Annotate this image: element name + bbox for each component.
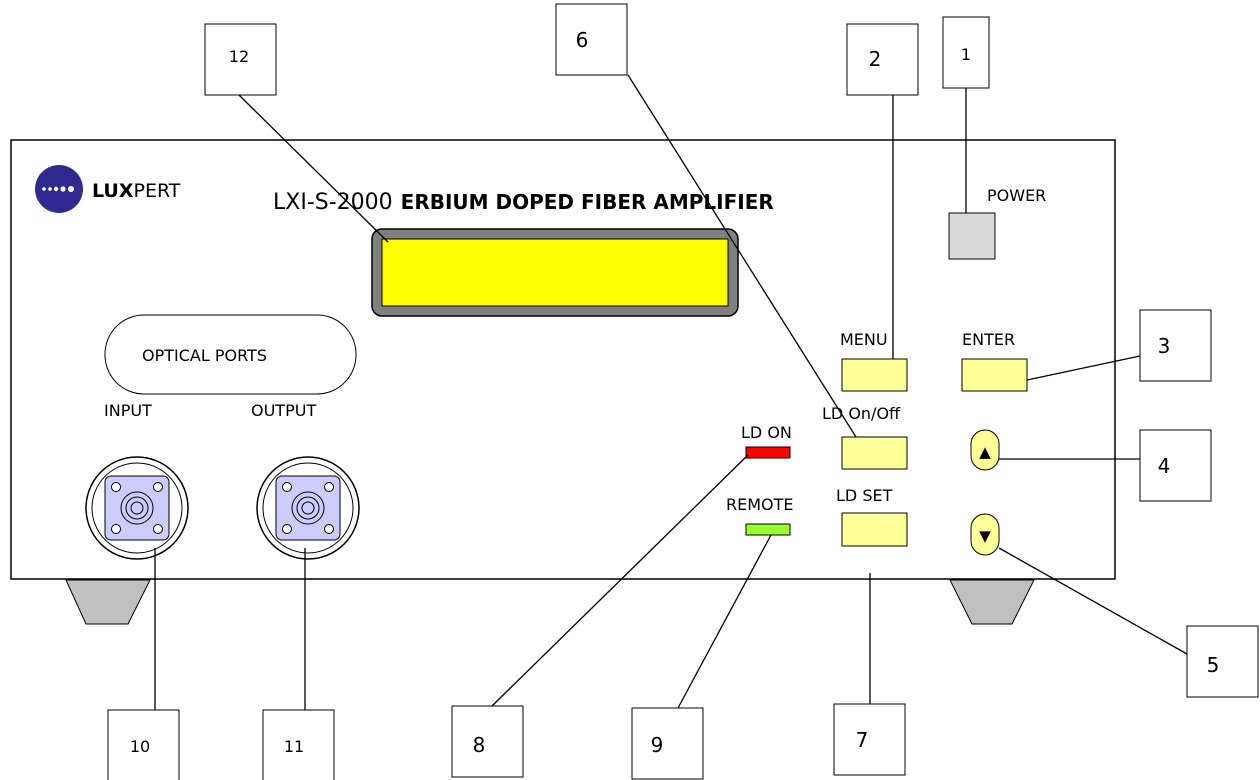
output-connector[interactable] xyxy=(256,456,360,560)
leader-6 xyxy=(627,74,857,438)
callout-11: 11 xyxy=(262,709,335,780)
svg-text:8: 8 xyxy=(473,733,486,757)
leader-8 xyxy=(491,454,749,707)
brand-dots xyxy=(42,186,74,192)
leader-12 xyxy=(238,94,389,243)
input-label: INPUT xyxy=(104,401,152,420)
optical-ports-label-frame xyxy=(104,314,357,395)
svg-text:9: 9 xyxy=(651,733,664,757)
remote-led xyxy=(745,523,791,536)
ld-on-label: LD ON xyxy=(741,423,792,442)
power-label: POWER xyxy=(987,186,1046,205)
power-button[interactable] xyxy=(948,212,996,260)
callout-7: 7 xyxy=(833,703,906,776)
ld-set-button[interactable] xyxy=(841,512,908,547)
callout-10: 10 xyxy=(107,709,180,780)
callout-9: 9 xyxy=(631,707,704,780)
menu-label: MENU xyxy=(840,330,888,349)
ld-set-label: LD SET xyxy=(836,486,893,505)
callout-8: 8 xyxy=(451,705,524,778)
enter-label: ENTER xyxy=(962,330,1015,349)
remote-label: REMOTE xyxy=(726,495,794,514)
svg-text:4: 4 xyxy=(1158,454,1171,478)
svg-text:12: 12 xyxy=(229,47,249,66)
ld-onoff-button[interactable] xyxy=(841,436,908,470)
ld-onoff-label: LD On/Off xyxy=(822,404,901,423)
svg-text:3: 3 xyxy=(1158,334,1171,358)
callout-4: 4 xyxy=(1139,429,1212,502)
output-label: OUTPUT xyxy=(251,401,316,420)
right-foot xyxy=(949,579,1035,625)
callout-3: 3 xyxy=(1139,309,1212,382)
input-connector[interactable] xyxy=(85,456,189,560)
callout-6: 6 xyxy=(555,3,628,76)
callout-2: 2 xyxy=(846,23,919,96)
brand-name: LUXPERT xyxy=(92,180,181,202)
svg-text:2: 2 xyxy=(869,47,882,71)
leader-3 xyxy=(1026,355,1141,381)
down-button[interactable] xyxy=(970,513,1000,556)
leader-5 xyxy=(998,547,1188,655)
left-foot xyxy=(65,579,151,625)
svg-text:10: 10 xyxy=(130,737,150,756)
optical-ports-label: OPTICAL PORTS xyxy=(142,346,267,365)
enter-button[interactable] xyxy=(961,358,1028,392)
callout-5: 5 xyxy=(1186,625,1259,698)
lcd-display xyxy=(381,238,729,307)
svg-text:7: 7 xyxy=(856,728,869,752)
leader-9 xyxy=(677,534,772,709)
svg-text:11: 11 xyxy=(284,737,304,756)
svg-text:1: 1 xyxy=(961,45,971,64)
up-arrow-icon: ▲ xyxy=(979,443,991,461)
menu-button[interactable] xyxy=(841,358,908,392)
down-arrow-icon: ▼ xyxy=(979,527,991,545)
svg-text:6: 6 xyxy=(576,28,589,52)
up-button[interactable] xyxy=(970,429,1000,471)
callout-1: 1 xyxy=(942,16,990,89)
brand-dots-icon xyxy=(35,165,83,213)
callout-12: 12 xyxy=(204,23,277,96)
ld-on-led xyxy=(745,446,791,459)
svg-text:5: 5 xyxy=(1207,653,1220,677)
